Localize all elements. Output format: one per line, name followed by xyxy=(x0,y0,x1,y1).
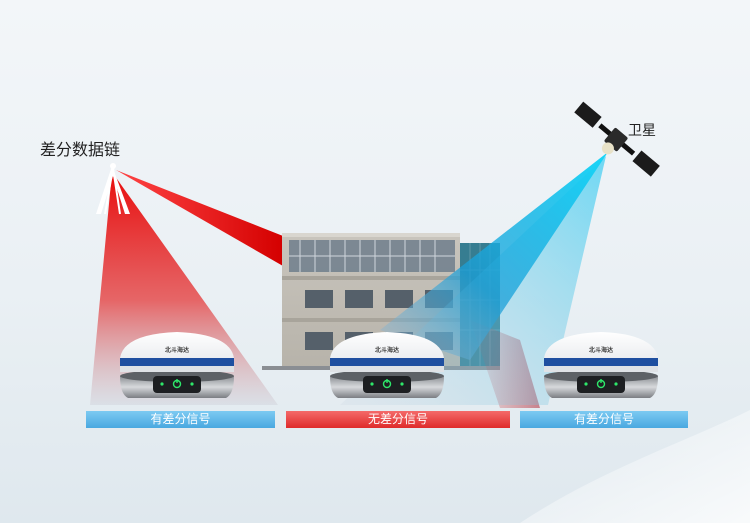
receiver-brand-text: 北斗海达 xyxy=(589,346,613,354)
satellite-beam-building xyxy=(380,152,608,360)
zone-bar-with-signal-left: 有差分信号 xyxy=(86,411,275,428)
receiver-stripe xyxy=(330,358,444,366)
receiver-stripe xyxy=(544,358,658,366)
satellite-icon xyxy=(574,101,660,177)
satellite-label: 卫星 xyxy=(628,123,656,139)
zone-bar-no-signal: 无差分信号 xyxy=(286,411,510,428)
gnss-receiver: 北斗海达 xyxy=(330,332,444,398)
receiver-brand-text: 北斗海达 xyxy=(375,346,399,354)
gnss-receiver: 北斗海达 xyxy=(120,332,234,398)
radio-beam-to-building xyxy=(116,170,283,266)
antenna-icon xyxy=(96,163,130,215)
receiver-brand-text: 北斗海达 xyxy=(165,346,189,354)
receiver-stripe xyxy=(120,358,234,366)
differential-link-label: 差分数据链 xyxy=(40,140,121,159)
zone-bar-with-signal-right: 有差分信号 xyxy=(520,411,688,428)
background-swoosh xyxy=(520,410,750,523)
gnss-receiver: 北斗海达 xyxy=(544,332,658,398)
